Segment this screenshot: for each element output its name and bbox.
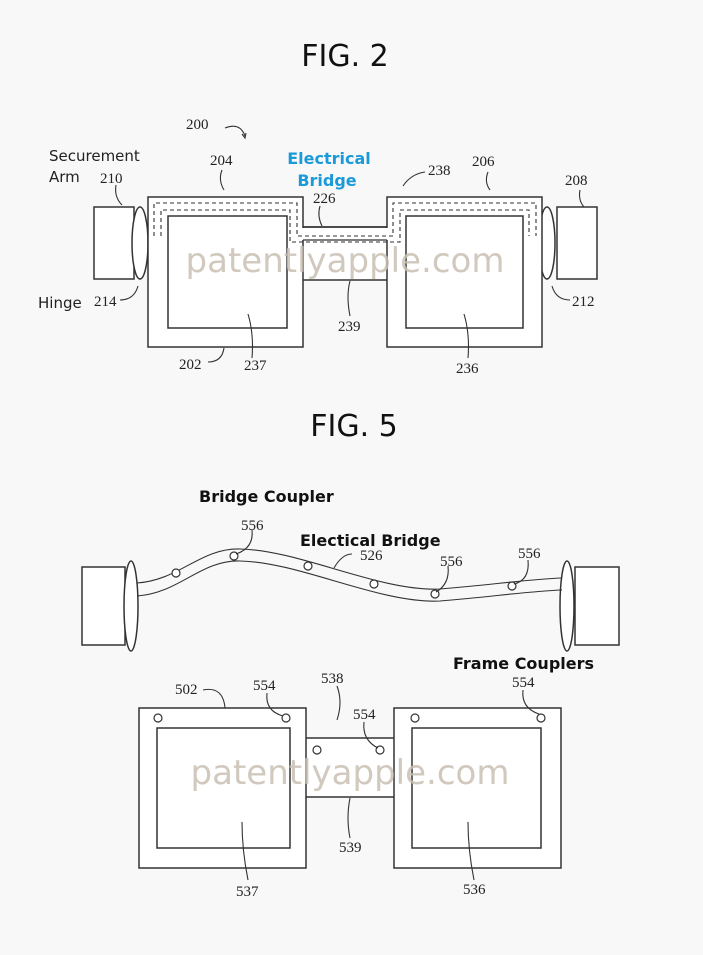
ref-556: 556 [440,554,463,570]
bridge-couplers [171,551,517,599]
ref-236: 236 [456,361,479,377]
securement-arm-right [574,566,620,646]
ref-204: 204 [210,153,233,169]
securement-arm-left [81,566,126,646]
ref-526: 526 [360,548,383,564]
ref-237: 237 [244,358,267,374]
securement-arm-left [93,206,135,280]
ref-502: 502 [175,682,198,698]
ref-539: 539 [339,840,362,856]
ref-556: 556 [241,518,264,534]
ref-537: 537 [236,884,259,900]
ref-536: 536 [463,882,486,898]
ref-556: 556 [518,546,541,562]
ref-238: 238 [428,163,451,179]
lens-right [405,215,524,329]
label-electrical-bridge: Electical Bridge [300,531,441,550]
label-bridge-coupler: Bridge Coupler [199,487,334,506]
ref-202: 202 [179,357,202,373]
electrical-bridge-226-outer [153,202,537,237]
lens-left [167,215,288,329]
watermark: patentlyapple.com [191,753,510,793]
ref-210: 210 [100,171,123,187]
fig2-title: FIG. 2 [301,39,389,74]
ref-206: 206 [472,154,495,170]
ref-214: 214 [94,294,117,310]
label-securement-arm-2: Arm [49,168,80,186]
fig2-drawing [93,125,598,363]
hinge-left [123,560,139,652]
ref-239: 239 [338,319,361,335]
frame-couplers [153,713,546,755]
label-securement-arm-1: Securement [49,147,140,165]
electrical-bridge-526-top [136,548,563,590]
label-electrical-bridge-1: Electrical [287,149,371,168]
lens-right [411,727,542,849]
fig5-title: FIG. 5 [310,409,398,444]
electrical-bridge-226-inner [160,209,530,243]
electrical-bridge-526-bottom [136,560,563,602]
ref-208: 208 [565,173,588,189]
ref-554: 554 [353,707,376,723]
label-frame-couplers: Frame Couplers [453,654,594,673]
ref-226: 226 [313,191,336,207]
lens-left [156,727,291,849]
securement-arm-right [556,206,598,280]
ref-554: 554 [512,675,535,691]
fig5-drawing [81,529,620,881]
watermark: patentlyapple.com [186,241,505,281]
label-hinge: Hinge [38,294,82,312]
ref-200: 200 [186,117,209,133]
hinge-left [131,206,149,280]
ref-554: 554 [253,678,276,694]
label-electrical-bridge-2: Bridge [297,171,356,190]
ref-212: 212 [572,294,595,310]
hinge-right [559,560,575,652]
ref-538: 538 [321,671,344,687]
